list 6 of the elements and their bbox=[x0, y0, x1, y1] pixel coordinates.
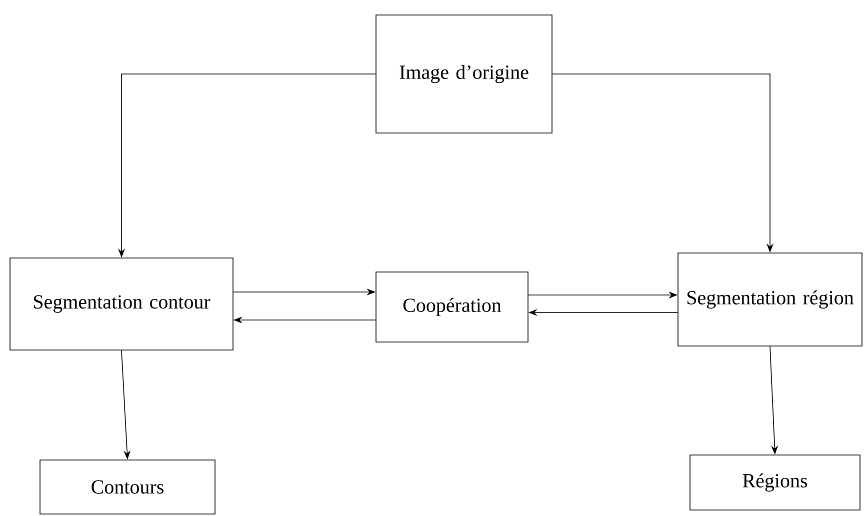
process-box: Segmentation contour bbox=[10, 258, 234, 350]
process-box: Coopération bbox=[376, 272, 528, 342]
process-box: Contours bbox=[40, 460, 216, 514]
process-box: Image d’origine bbox=[376, 14, 552, 134]
process-box: Segmentation région bbox=[678, 252, 862, 346]
process-box: Régions bbox=[690, 454, 860, 510]
